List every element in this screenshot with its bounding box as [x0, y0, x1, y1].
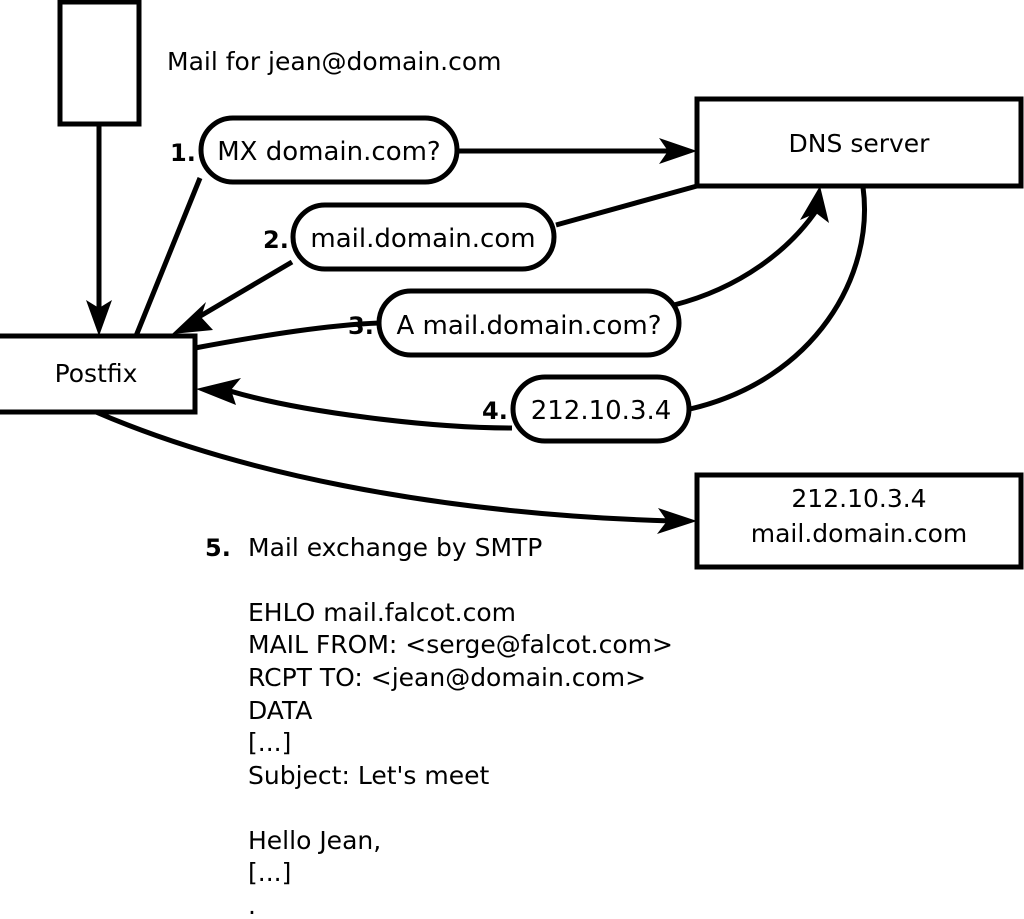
edge-line — [195, 259, 294, 321]
arrowhead-right — [659, 138, 697, 164]
edge-postfix-to-step3 — [194, 320, 380, 351]
node-dns-server: DNS server — [694, 96, 1024, 189]
step-4-number: 4. — [482, 397, 508, 425]
postfix-box — [0, 333, 198, 415]
edge-step2-to-postfix — [172, 259, 294, 334]
edge-dns-to-step4 — [689, 186, 867, 412]
step-3-bubble-shape — [376, 288, 682, 358]
mail-for-caption: Mail for jean@domain.com — [167, 47, 502, 76]
smtp-line-6: Subject: Let's meet — [248, 761, 489, 790]
mail-server-hostname: mail.domain.com — [751, 519, 967, 548]
dns-server-label: DNS server — [789, 129, 931, 158]
edge-postfix-to-step1 — [133, 177, 203, 337]
edge-line — [95, 409, 673, 524]
step-1-bubble-shape — [198, 115, 460, 185]
smtp-line-10: . — [248, 891, 256, 919]
step-5-label: Mail exchange by SMTP — [248, 533, 542, 562]
step-2-bubble-shape — [290, 202, 557, 272]
smtp-line-1: EHLO mail.falcot.com — [248, 598, 516, 627]
edge-postfix-to-mailserver — [95, 409, 697, 534]
smtp-line-3: RCPT TO: <jean@domain.com> — [248, 663, 646, 692]
step-1-number: 1. — [170, 139, 196, 167]
step-4-bubble-shape — [510, 374, 692, 444]
step-2-label: mail.domain.com — [310, 224, 535, 254]
node-client — [57, 0, 142, 127]
step-3-number: 3. — [348, 312, 374, 340]
dns-server-box — [694, 96, 1024, 189]
client-box — [57, 0, 142, 127]
edge-line — [229, 388, 513, 431]
mail-server-box — [694, 472, 1024, 570]
step-5-number: 5. — [205, 534, 231, 562]
arrowhead-left — [196, 378, 241, 405]
edge-line — [673, 206, 821, 308]
arrowhead-downleft — [172, 302, 213, 334]
smtp-line-2: MAIL FROM: <serge@falcot.com> — [248, 630, 673, 659]
mail-server-ip: 212.10.3.4 — [791, 484, 926, 513]
step-4-bubble: 212.10.3.4 — [510, 374, 692, 444]
arrowhead-up — [800, 186, 829, 223]
smtp-line-5: [...] — [248, 728, 291, 757]
step-3-bubble: A mail.domain.com? — [376, 288, 682, 358]
edge-step1-to-dns — [458, 138, 697, 164]
arrowhead-down — [86, 300, 112, 336]
edge-step4-to-postfix — [196, 378, 513, 431]
arrowhead-right — [657, 508, 697, 534]
node-postfix: Postfix — [0, 333, 198, 415]
step-1-label: MX domain.com? — [217, 137, 440, 167]
edge-client-to-postfix — [86, 124, 112, 336]
smtp-line-8: Hello Jean, — [248, 826, 381, 855]
postfix-label: Postfix — [55, 359, 138, 388]
step-3-label: A mail.domain.com? — [397, 311, 662, 341]
smtp-transcript: EHLO mail.falcot.com MAIL FROM: <serge@f… — [248, 598, 673, 919]
step-2-bubble: mail.domain.com — [290, 202, 557, 272]
step-1-bubble: MX domain.com? — [198, 115, 460, 185]
step-4-label: 212.10.3.4 — [531, 396, 672, 426]
smtp-line-9: [...] — [248, 858, 291, 887]
smtp-line-4: DATA — [248, 696, 312, 725]
step-2-number: 2. — [263, 226, 289, 254]
node-mail-server: 212.10.3.4 mail.domain.com — [694, 472, 1024, 570]
edge-dns-to-step2 — [555, 183, 698, 228]
edge-step3-to-dns — [673, 186, 829, 308]
